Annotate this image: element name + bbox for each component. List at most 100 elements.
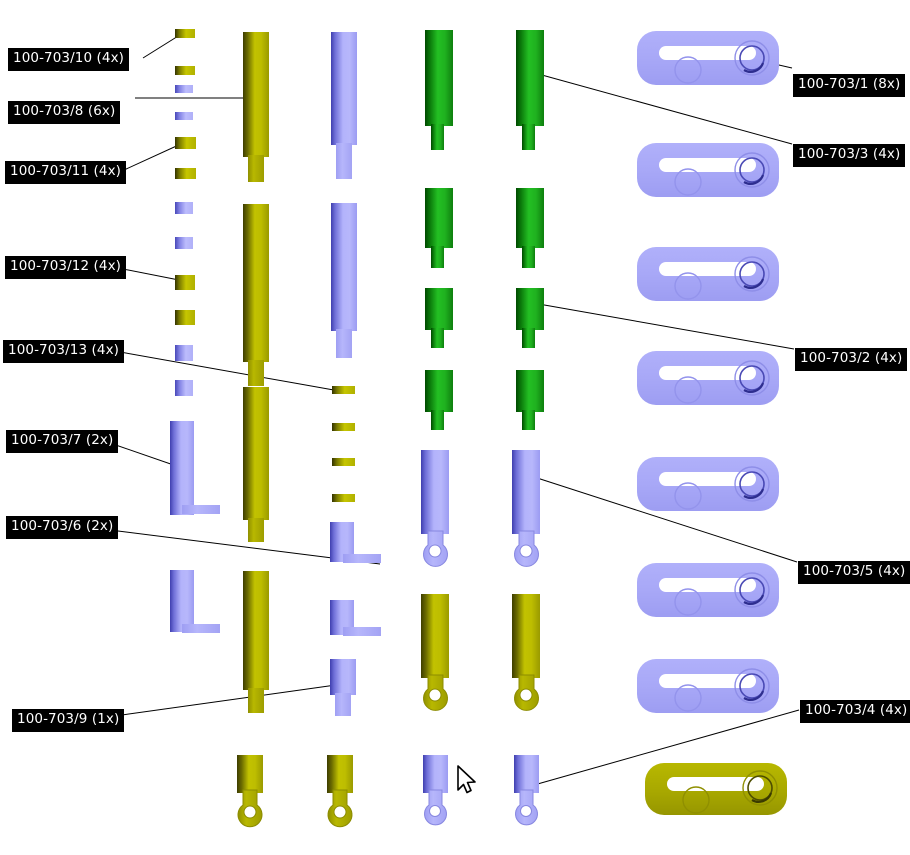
callout-label: 100-703/1 (8x) xyxy=(798,76,901,92)
spacer-olive xyxy=(175,66,195,75)
leader-3 xyxy=(530,71,793,145)
callout-label: 100-703/9 (1x) xyxy=(17,711,120,727)
green-stud-body xyxy=(425,30,453,126)
callout-label: 100-703/8 (6x) xyxy=(13,103,116,119)
slotted-link xyxy=(637,563,779,617)
l-bracket-foot xyxy=(343,554,381,563)
spacer-peri xyxy=(175,202,193,214)
callout-100-703-11[interactable]: 100-703/11 (4x) xyxy=(5,161,127,184)
green-stud-tip xyxy=(522,328,535,348)
leader-12 xyxy=(117,267,185,282)
olive-rod-body xyxy=(243,32,269,157)
olive-rod-body xyxy=(243,387,269,520)
callout-label: 100-703/2 (4x) xyxy=(800,350,903,366)
olive-rod-body xyxy=(243,571,269,690)
eyelet-pin-peri-col4-a xyxy=(421,450,449,567)
green-stud-tip xyxy=(431,410,444,430)
eyelet-hole xyxy=(519,688,533,702)
eyelet-pin-peri-col5-a xyxy=(512,450,540,567)
leader-5 xyxy=(530,475,798,563)
olive-rod-tip xyxy=(248,518,264,542)
callout-100-703-1[interactable]: 100-703/1 (8x) xyxy=(793,74,906,97)
spacer-peri xyxy=(175,237,193,249)
green-stud-body xyxy=(516,188,544,248)
green-stud-tip xyxy=(431,124,444,150)
spacer-olive xyxy=(175,29,195,38)
eyelet-hole xyxy=(243,805,257,819)
green-stud-body xyxy=(425,370,453,412)
leader-9 xyxy=(121,682,351,716)
green-stud-body xyxy=(516,370,544,412)
leader-11 xyxy=(123,142,184,171)
l-bracket-foot xyxy=(182,505,220,514)
green-stud-body xyxy=(516,30,544,126)
small-spacer-stack xyxy=(175,29,196,396)
callout-100-703-10[interactable]: 100-703/10 (4x) xyxy=(8,48,130,71)
peri-stepped-tip xyxy=(335,693,351,716)
eyelet-pin-head xyxy=(512,450,540,534)
green-stud-body xyxy=(516,288,544,330)
green-stud-tip xyxy=(431,246,444,268)
slotted-link xyxy=(637,351,779,405)
callout-label: 100-703/12 (4x) xyxy=(10,258,122,274)
l-bracket-vertical xyxy=(170,421,194,515)
callout-label: 100-703/13 (4x) xyxy=(8,342,120,358)
eyelet-pin-head xyxy=(421,594,449,678)
callout-100-703-8[interactable]: 100-703/8 (6x) xyxy=(8,101,121,124)
slotted-link-olive xyxy=(645,763,787,815)
olive-rod-tip xyxy=(248,155,264,182)
callout-100-703-2[interactable]: 100-703/2 (4x) xyxy=(795,348,908,371)
green-stud-tip xyxy=(522,410,535,430)
callout-100-703-13[interactable]: 100-703/13 (4x) xyxy=(3,340,125,363)
callout-100-703-5[interactable]: 100-703/5 (4x) xyxy=(798,561,910,584)
slotted-link xyxy=(637,659,779,713)
green-stud-column-4 xyxy=(425,30,453,430)
eyelet-pin-head xyxy=(421,450,449,534)
peri-rod-body xyxy=(331,32,357,145)
callout-100-703-6[interactable]: 100-703/6 (2x) xyxy=(6,516,119,539)
leader-4 xyxy=(533,709,800,786)
eyelet-pin-head xyxy=(512,594,540,678)
callout-100-703-4[interactable]: 100-703/4 (4x) xyxy=(800,700,910,723)
peri-rod-tip xyxy=(336,143,352,179)
washer-olive xyxy=(332,494,355,502)
spacer-olive xyxy=(175,168,196,179)
callout-100-703-3[interactable]: 100-703/3 (4x) xyxy=(793,144,906,167)
slotted-link xyxy=(637,143,779,197)
callout-label: 100-703/4 (4x) xyxy=(805,702,908,718)
eyelet-pin-olive-a xyxy=(237,755,263,828)
l-bracket-foot xyxy=(343,627,381,636)
eyelet-hole xyxy=(428,544,442,558)
washer-olive xyxy=(332,458,355,466)
eyelet-pin-olive-col5 xyxy=(512,594,540,711)
callout-label: 100-703/5 (4x) xyxy=(803,563,906,579)
eyelet-pin-olive-b xyxy=(327,755,353,828)
spacer-peri xyxy=(175,112,193,120)
eyelet-hole xyxy=(333,805,347,819)
slotted-link xyxy=(637,247,779,301)
l-bracket-group-col1 xyxy=(170,421,220,633)
eyelet-pin-peri-col4-b xyxy=(423,755,448,826)
spacer-olive xyxy=(175,310,195,325)
green-stud-tip xyxy=(522,124,535,150)
spacer-peri xyxy=(175,345,193,361)
callout-100-703-9[interactable]: 100-703/9 (1x) xyxy=(12,709,125,732)
leader-2 xyxy=(532,302,795,350)
callout-100-703-12[interactable]: 100-703/12 (4x) xyxy=(5,256,127,279)
callout-100-703-7[interactable]: 100-703/7 (2x) xyxy=(6,430,119,453)
eyelet-pin-olive-col4 xyxy=(421,594,449,711)
eyelet-hole xyxy=(519,544,533,558)
peri-rod-tip xyxy=(336,329,352,358)
olive-rod-tip xyxy=(248,688,264,713)
green-stud-body xyxy=(425,288,453,330)
leader-lines xyxy=(109,32,800,786)
callout-label: 100-703/10 (4x) xyxy=(13,50,125,66)
eyelet-hole xyxy=(520,805,532,817)
eyelet-hole xyxy=(429,805,441,817)
olive-rod-column xyxy=(243,32,269,713)
mouse-cursor xyxy=(457,765,476,794)
peri-stepped-rod xyxy=(330,659,356,716)
olive-rod-tip xyxy=(248,360,264,386)
eyelet-pin-peri-col5-b xyxy=(514,755,539,826)
